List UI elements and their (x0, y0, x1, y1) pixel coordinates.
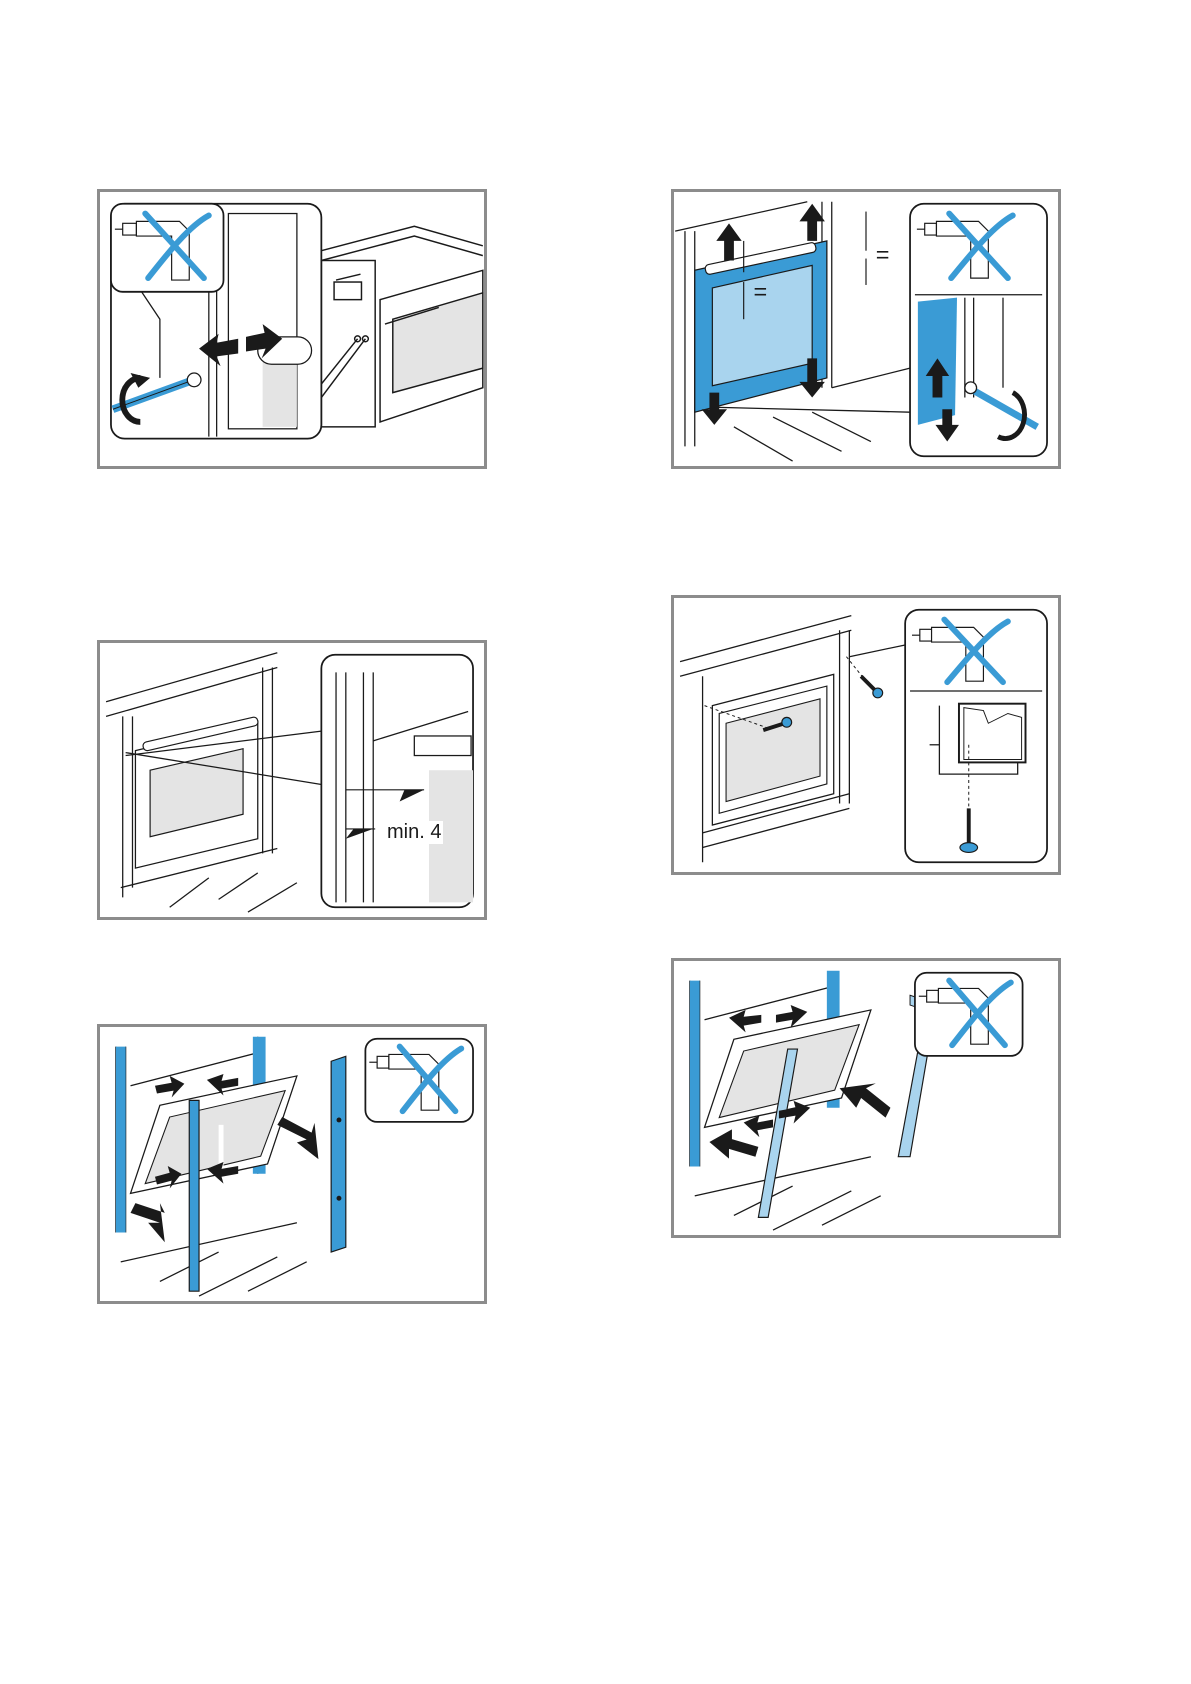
figure-4-inset (905, 610, 1047, 862)
figure-6-inset (915, 973, 1023, 1056)
figure-5-illustration (100, 1027, 484, 1301)
figure-2-panel: = = (671, 189, 1061, 469)
equals-sign-right: = (876, 241, 890, 267)
figure-4-panel (671, 595, 1061, 875)
figure-1-panel (97, 189, 487, 469)
figure-3-panel: min. 4 (97, 640, 487, 920)
figure-2-inset (910, 204, 1047, 456)
figure-4-illustration (674, 598, 1058, 872)
figure-1-illustration (100, 192, 484, 466)
figure-6-illustration (674, 961, 1058, 1235)
figure-3-illustration (100, 643, 484, 917)
screw (861, 676, 883, 698)
figure-5-panel (97, 1024, 487, 1304)
equals-sign-left: = (753, 279, 767, 305)
figure-2-illustration: = = (674, 192, 1058, 466)
figure-6-panel (671, 958, 1061, 1238)
figure-3-inset (321, 655, 473, 907)
figure-5-inset (365, 1039, 473, 1122)
min-clearance-label: min. 4 (385, 821, 443, 844)
figure-1-inset (111, 204, 321, 439)
